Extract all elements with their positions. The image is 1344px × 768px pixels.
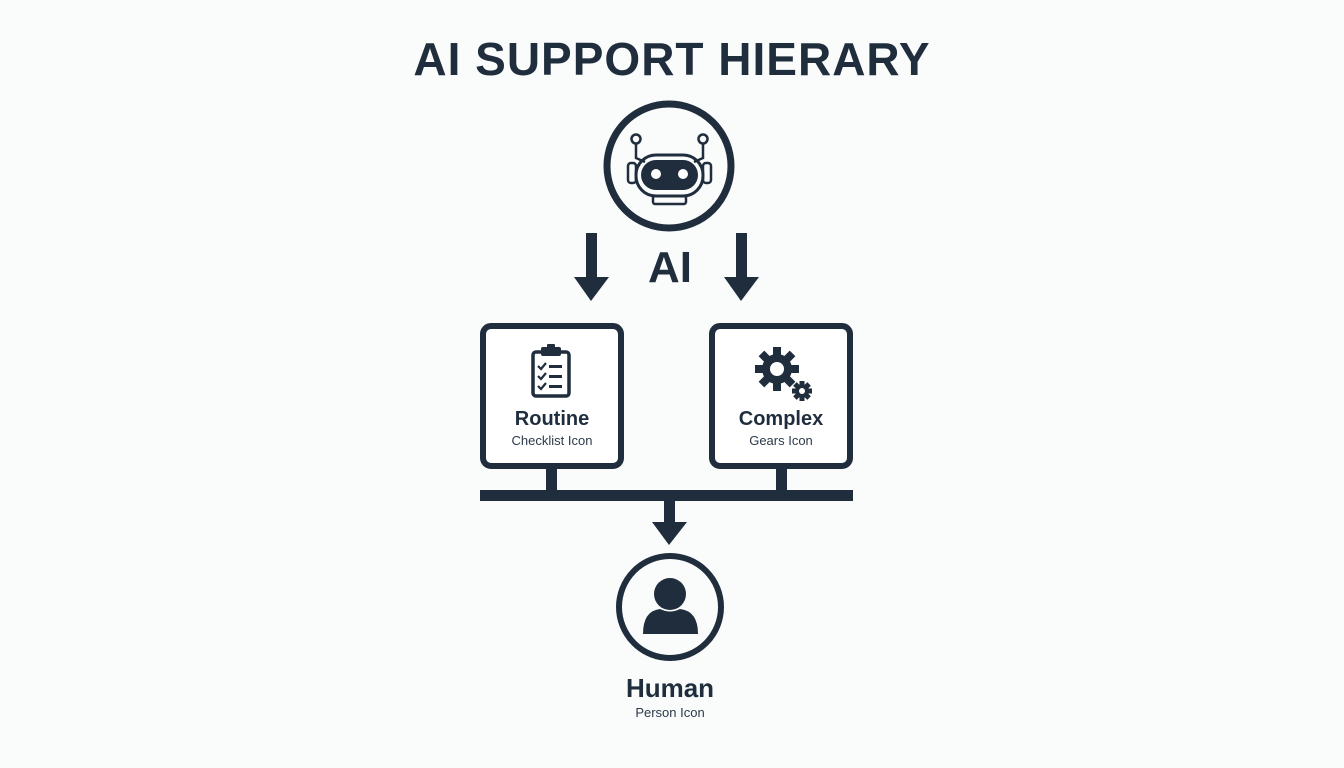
connector-bus: [480, 466, 853, 545]
routine-label: Routine: [514, 408, 590, 430]
arrow-to-human: [652, 522, 687, 545]
human-node-circle: [616, 553, 724, 661]
checklist-icon: [531, 344, 571, 398]
ai-node: [603, 100, 735, 232]
ai-node-circle: [603, 100, 735, 232]
horizontal-bus: [480, 490, 853, 501]
complex-sublabel: Gears Icon: [749, 433, 813, 448]
complex-label: Complex: [738, 408, 824, 430]
human-node: [616, 553, 724, 661]
arrow-ai-to-routine: [574, 233, 609, 301]
complex-stem: [776, 466, 787, 492]
arrow-ai-to-complex: [724, 233, 759, 301]
person-icon: [643, 578, 698, 634]
human-sublabel: Person Icon: [635, 705, 705, 720]
diagram-title: AI SUPPORT HIERARY: [413, 33, 931, 85]
routine-sublabel: Checklist Icon: [511, 433, 593, 448]
robot-icon: [626, 133, 713, 206]
routine-stem: [546, 466, 557, 492]
bus-to-human-stem: [664, 500, 675, 524]
ai-label: AI: [648, 243, 692, 292]
human-label: Human: [625, 673, 715, 703]
